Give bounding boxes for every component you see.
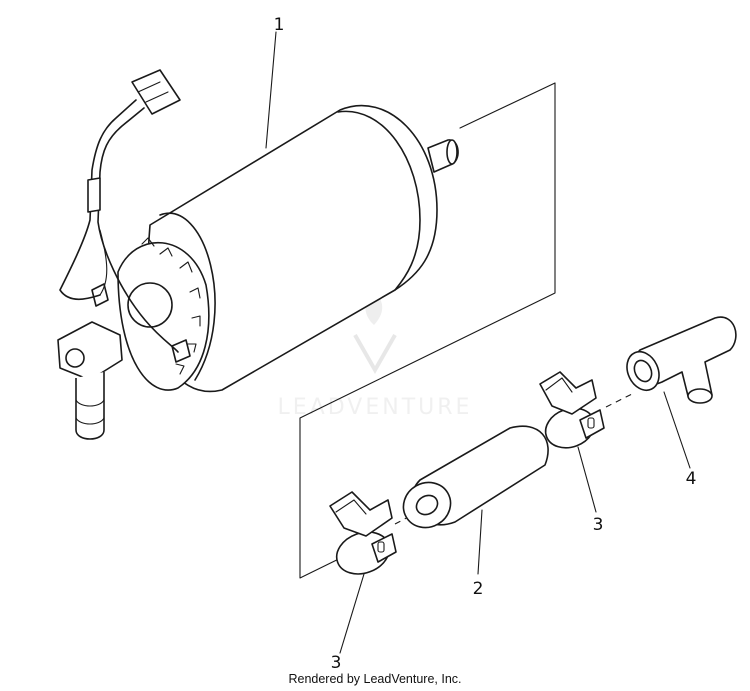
watermark-text: LEADVENTURE: [278, 395, 473, 420]
leadventure-watermark-logo: LEADVENTURE: [278, 290, 473, 420]
hose-clamp-upper: [539, 371, 605, 449]
fuel-pump: [57, 69, 459, 440]
render-credit: Rendered by LeadVenture, Inc.: [288, 672, 462, 686]
hose-clamp-lower: [329, 491, 397, 575]
fuel-hose: [402, 425, 549, 529]
elbow-fitting: [626, 316, 737, 404]
callout-leaders: [265, 31, 691, 654]
callout-1-fuel-pump: 1: [274, 15, 285, 35]
callout-3-clamp-upper: 3: [593, 515, 604, 535]
callout-4-elbow: 4: [686, 469, 697, 489]
callout-2-hose: 2: [473, 579, 484, 599]
callout-3-clamp-lower: 3: [331, 653, 342, 673]
